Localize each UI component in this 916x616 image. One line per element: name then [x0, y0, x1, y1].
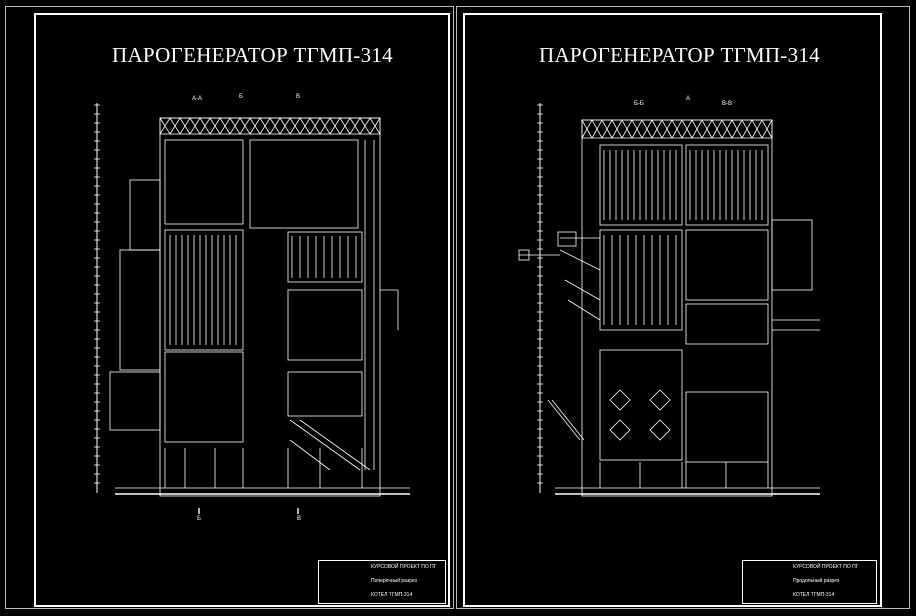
- left-boiler-outline: [159, 117, 381, 497]
- left-section-label-v-bottom: В: [297, 516, 302, 522]
- left-sheet-inner-frame: [34, 13, 450, 607]
- left-section-label-v-top: В: [296, 94, 301, 100]
- left-stamp-code: КОТЕЛ ТГМП-314: [371, 592, 413, 598]
- left-sheet-outer-frame: [5, 6, 454, 609]
- right-section-label-vv: В-В: [722, 101, 733, 107]
- left-section-label-aa: А-А: [192, 96, 203, 102]
- left-stamp-view: Поперечный разрез: [371, 578, 417, 584]
- right-boiler-outline: [581, 119, 773, 497]
- left-section-label-b-bottom: Б: [197, 516, 201, 522]
- left-sheet-title: ПАРОГЕНЕРАТОР ТГМП-314: [112, 43, 393, 67]
- left-title-block: КУРСОВОЙ ПРОЕКТ ПО ПГ Поперечный разрез …: [318, 560, 446, 604]
- right-sheet-inner-frame: [463, 13, 882, 607]
- left-stamp-project: КУРСОВОЙ ПРОЕКТ ПО ПГ: [371, 564, 437, 570]
- right-sheet-outer-frame: [456, 6, 910, 609]
- left-section-label-b-top: Б: [239, 94, 243, 100]
- right-stamp-view: Продольный разрез: [793, 578, 840, 584]
- right-section-label-bb: Б-Б: [634, 101, 644, 107]
- right-stamp-code: КОТЕЛ ТГМП-314: [793, 592, 835, 598]
- right-stamp-project: КУРСОВОЙ ПРОЕКТ ПО ПГ: [793, 564, 859, 570]
- right-section-label-a: А: [686, 96, 691, 102]
- right-sheet-title: ПАРОГЕНЕРАТОР ТГМП-314: [539, 43, 820, 67]
- right-title-block: КУРСОВОЙ ПРОЕКТ ПО ПГ Продольный разрез …: [742, 560, 877, 604]
